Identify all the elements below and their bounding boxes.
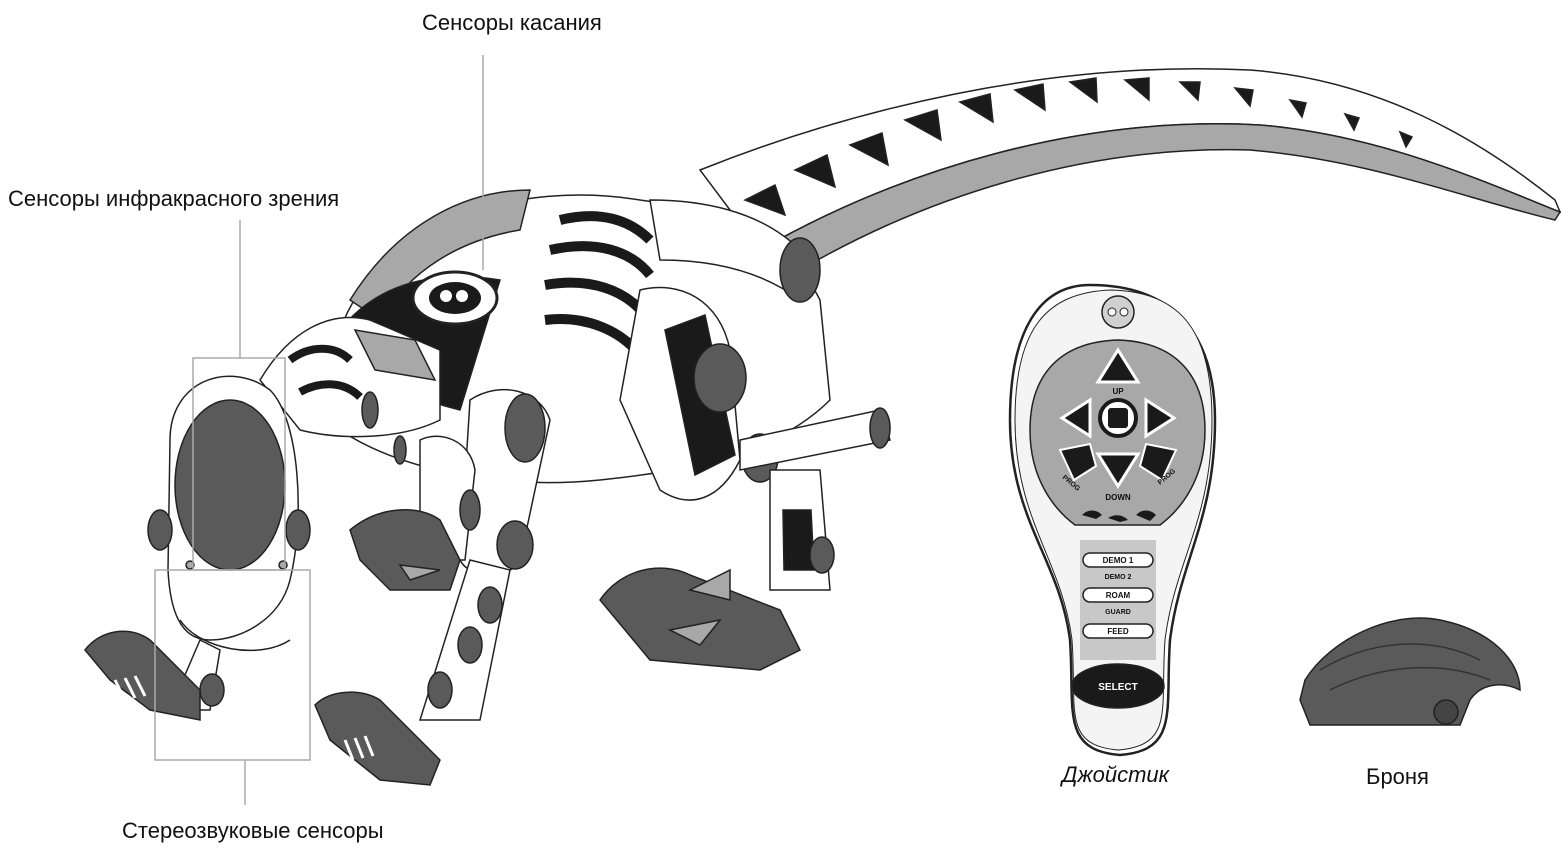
demo1-label: DEMO 1 (1103, 556, 1134, 565)
robot-head (148, 318, 440, 651)
remote-logo-icon (1102, 296, 1134, 328)
select-button[interactable]: SELECT (1072, 664, 1164, 708)
demo2-label: DEMO 2 (1105, 574, 1132, 581)
roam-label: ROAM (1106, 591, 1131, 600)
infrared-sensors-label: Сенсоры инфракрасного зрения (8, 186, 339, 212)
remote-control: UP DOWN PROG PROG DEMO 1 (1010, 285, 1215, 755)
demo1-button[interactable]: DEMO 1 (1083, 553, 1153, 567)
armor-label: Броня (1366, 764, 1429, 790)
robot-tail (700, 69, 1560, 270)
armor-clip-icon (1434, 700, 1458, 724)
guard-label: GUARD (1105, 609, 1131, 616)
feed-button[interactable]: FEED (1083, 624, 1153, 638)
down-label: DOWN (1105, 493, 1131, 502)
joystick-label: Джойстик (1062, 762, 1169, 788)
roam-button[interactable]: ROAM (1083, 588, 1153, 602)
select-label: SELECT (1098, 682, 1137, 693)
stop-button[interactable] (1100, 400, 1136, 436)
stereo-sound-sensors-label: Стереозвуковые сенсоры (122, 818, 384, 844)
touch-sensors-label: Сенсоры касания (422, 10, 602, 36)
up-label: UP (1112, 387, 1124, 396)
feed-label: FEED (1107, 627, 1129, 636)
armor-piece (1300, 618, 1520, 725)
